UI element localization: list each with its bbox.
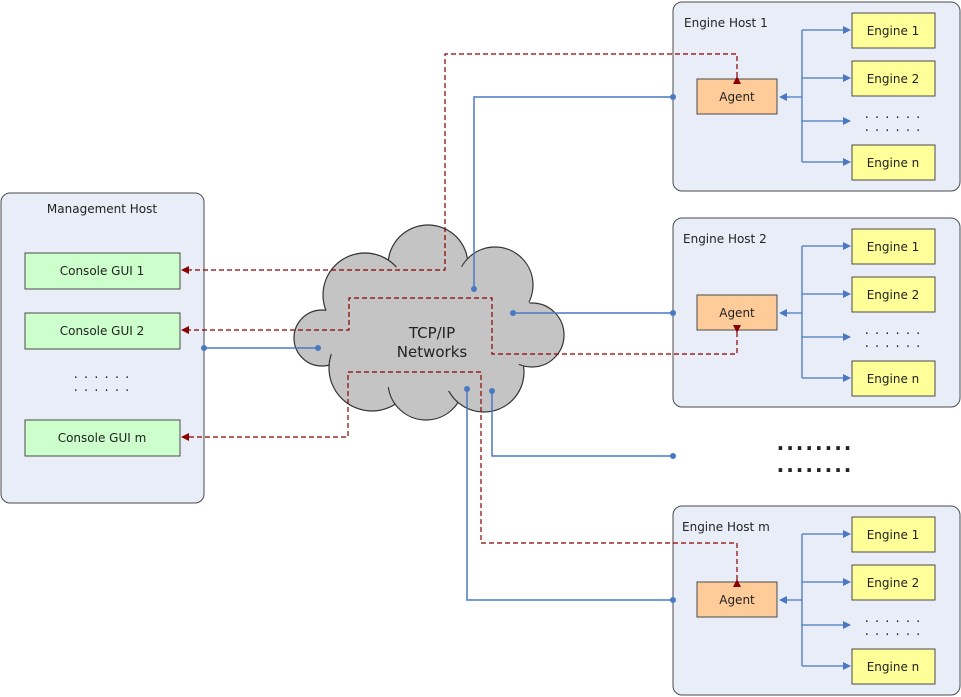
console-gui-2-label: Console GUI 2 (60, 324, 145, 338)
engine-host-m-engine-1-label: Engine 1 (867, 528, 920, 542)
engine-host-m: Engine Host m Agent Engine 1 Engine 2 . … (672, 505, 961, 696)
engine-host-m-engine-n-label: Engine n (867, 660, 920, 674)
engine-host-1-ellipsis-2: . . . . . . (865, 120, 921, 135)
engine-host-m-engine-n-box (851, 648, 936, 685)
console-gui-m-label: Console GUI m (58, 431, 147, 445)
engine-host-m-ellipsis-2: . . . . . . (865, 624, 921, 639)
engine-host-1-agent-label: Agent (719, 90, 755, 104)
engine-host-2-agent-box (696, 294, 778, 331)
console-gui-2-box (24, 312, 181, 350)
engine-host-m-engine-2-box (851, 564, 936, 601)
engine-host-2-ellipsis-1: . . . . . . (865, 323, 921, 338)
engine-host-2-engine-1-box (851, 228, 936, 265)
engine-host-m-title: Engine Host m (682, 520, 770, 534)
engine-host-2-engine-2-box (851, 276, 936, 313)
console-ellipsis-2: . . . . . . (74, 380, 130, 395)
more-hosts-ellipsis-2: ........ (777, 453, 854, 477)
engine-host-1-engine-2-label: Engine 2 (867, 72, 920, 86)
engine-host-1-engine-1-label: Engine 1 (867, 24, 920, 38)
engine-host-1-engine-1-box (851, 12, 936, 49)
console-ellipsis-1: . . . . . . (74, 367, 130, 382)
engine-host-m-engine-2-label: Engine 2 (867, 576, 920, 590)
logical-connections (181, 53, 741, 587)
engine-host-2-title: Engine Host 2 (683, 232, 767, 246)
engine-host-2-agent-label: Agent (719, 306, 755, 320)
engine-host-2-engine-1-label: Engine 1 (867, 240, 920, 254)
engine-host-m-fanout (779, 530, 851, 670)
link-more-hosts (491, 391, 673, 457)
console-gui-1-label: Console GUI 1 (60, 264, 145, 278)
management-host: Management Host Console GUI 1 Console GU… (0, 192, 205, 504)
tcpip-network-cloud: TCP/IP Networks (293, 224, 565, 421)
engine-host-2-engine-n-box (851, 360, 936, 397)
engine-host-m-agent-label: Agent (719, 593, 755, 607)
network-label-line-2: Networks (397, 343, 468, 361)
connection-endpoints (201, 94, 676, 603)
network-label-line-1: TCP/IP (408, 324, 455, 342)
engine-host-1-engine-n-box (851, 144, 936, 181)
engine-host-2-fanout (779, 242, 851, 382)
engine-host-m-ellipsis-1: . . . . . . (865, 611, 921, 626)
engine-host-1-engine-n-label: Engine n (867, 156, 920, 170)
engine-host-1-ellipsis-1: . . . . . . (865, 107, 921, 122)
engine-host-1-engine-2-box (851, 60, 936, 97)
engine-host-2-ellipsis-2: . . . . . . (865, 336, 921, 351)
logical-link-agent-m-console-m (181, 371, 741, 587)
logical-link-agent-1-console-1 (181, 53, 741, 274)
management-host-title: Management Host (47, 202, 157, 216)
more-hosts-ellipsis-1: ........ (777, 431, 854, 455)
console-gui-1-box (24, 252, 181, 290)
console-gui-m-box (24, 419, 181, 457)
logical-link-agent-2-console-2 (181, 297, 741, 355)
engine-host-1-fanout (779, 26, 851, 166)
engine-host-1-title: Engine Host 1 (684, 16, 768, 30)
engine-host-2-engine-2-label: Engine 2 (867, 288, 920, 302)
engine-host-2-engine-n-label: Engine n (867, 372, 920, 386)
engine-host-m-engine-1-box (851, 516, 936, 553)
link-engine-host-m (466, 389, 673, 601)
engine-host-1: Engine Host 1 Agent Engine 1 Engine 2 . … (672, 1, 961, 192)
engine-host-2: Engine Host 2 Agent Engine 1 Engine 2 . … (672, 217, 961, 408)
engine-host-m-agent-box (696, 581, 778, 618)
